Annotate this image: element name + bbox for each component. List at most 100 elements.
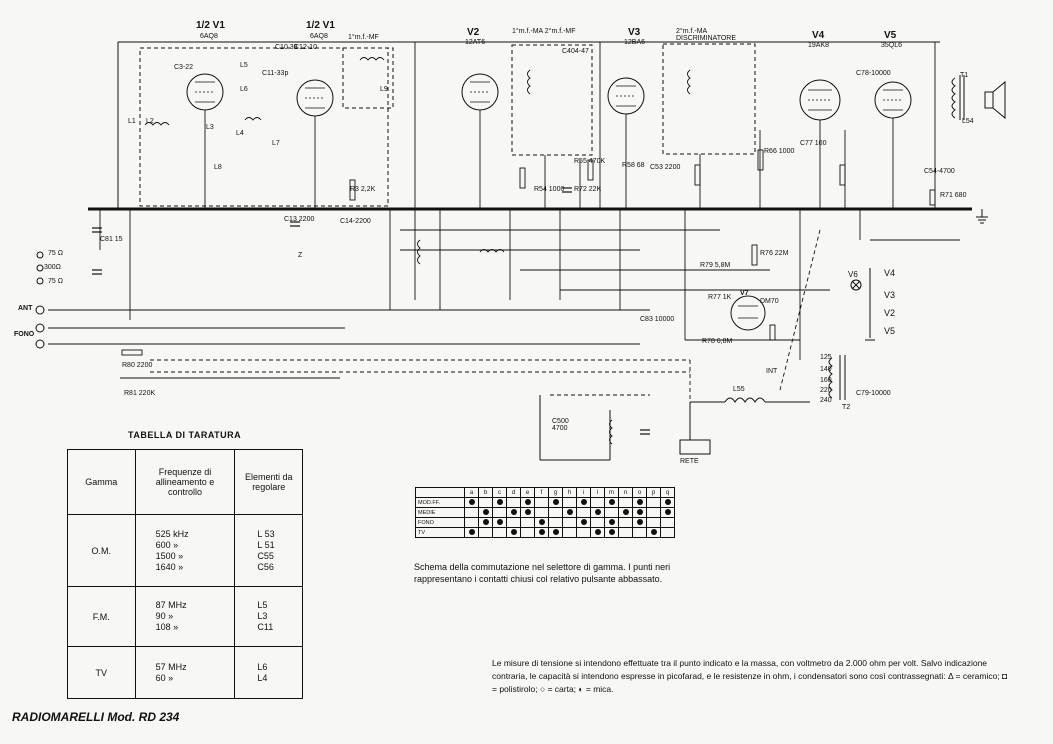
transformer-t2 bbox=[828, 355, 846, 400]
switch-contact-cell bbox=[534, 507, 549, 518]
closed-contact-dot bbox=[524, 508, 531, 515]
switch-contact-cell bbox=[478, 497, 493, 508]
switch-contact-cell bbox=[478, 517, 493, 528]
component-l1: L1 bbox=[128, 118, 136, 125]
header-elements: Elementi da regolare bbox=[234, 449, 303, 515]
element-value: C56 bbox=[257, 561, 274, 572]
component-r81: R81 220K bbox=[124, 390, 156, 397]
terminal-fono-2 bbox=[35, 339, 45, 349]
component-c79: C79-10000 bbox=[856, 390, 891, 397]
switch-contact-cell bbox=[646, 507, 661, 518]
switch-contact-cell bbox=[464, 517, 479, 528]
closed-contact-dot bbox=[608, 528, 615, 535]
switch-column-header: b bbox=[478, 487, 493, 498]
component-l3: L3 bbox=[206, 124, 214, 131]
tube-v7 bbox=[730, 295, 766, 331]
switch-contact-cell bbox=[534, 517, 549, 528]
if-can-3 bbox=[662, 43, 756, 155]
measurement-note: Le misure di tensione si intendono effet… bbox=[492, 658, 1008, 694]
mains-choke-l55 bbox=[724, 397, 766, 403]
switch-contact-cell bbox=[632, 517, 647, 528]
component-l55: L55 bbox=[733, 386, 745, 393]
freq-cell: 87 MHz 90 » 108 » bbox=[134, 586, 236, 647]
switch-contact-cell bbox=[492, 497, 507, 508]
tube-label-v1a: 1/2 V1 bbox=[196, 20, 225, 31]
component-z: Z bbox=[298, 252, 303, 259]
tube-type-v1b: 6AQ8 bbox=[310, 33, 328, 40]
switch-contact-cell bbox=[618, 507, 633, 518]
band-cell: TV bbox=[67, 646, 136, 699]
transformer-t1 bbox=[951, 75, 965, 120]
switch-contact-cell bbox=[660, 527, 675, 538]
switch-contact-cell bbox=[548, 507, 563, 518]
element-value: L3 bbox=[257, 611, 268, 621]
voltage-240: 240 bbox=[820, 397, 832, 404]
calibration-table: Gamma Frequenze di allineamento e contro… bbox=[67, 449, 303, 699]
pilot-v3: V3 bbox=[884, 290, 896, 300]
closed-contact-dot bbox=[552, 528, 559, 535]
component-c10: C10 39 bbox=[275, 44, 298, 51]
tube-type-v2: 12AT6 bbox=[465, 39, 486, 46]
closed-contact-dot bbox=[538, 518, 545, 525]
switch-contact-cell bbox=[618, 527, 633, 538]
closed-contact-dot bbox=[496, 498, 503, 505]
closed-contact-dot bbox=[636, 508, 643, 515]
freq-value: 1500 » bbox=[155, 550, 184, 561]
closed-contact-dot bbox=[510, 508, 517, 515]
element-cell: L5 L3 C11 bbox=[234, 586, 303, 647]
switch-contact-cell bbox=[646, 527, 661, 538]
component-r78: R78 6,8M bbox=[702, 338, 733, 345]
switch-contact-cell bbox=[492, 517, 507, 528]
switch-column-header: a bbox=[464, 487, 479, 498]
voltage-220: 220 bbox=[820, 387, 832, 394]
switch-column-header: o bbox=[632, 487, 647, 498]
switch-contact-cell bbox=[660, 517, 675, 528]
switch-contact-cell bbox=[506, 527, 521, 538]
closed-contact-dot bbox=[636, 498, 643, 505]
component-c53: C53 2200 bbox=[650, 164, 681, 171]
switch-contact-cell bbox=[590, 527, 605, 538]
closed-contact-dot bbox=[594, 508, 601, 515]
component-c404: C404-47 bbox=[562, 48, 589, 55]
terminal-label-rete: RETE bbox=[680, 458, 699, 465]
tube-type-v5: 35QL6 bbox=[881, 42, 903, 49]
component-c14: C14-2200 bbox=[340, 218, 371, 225]
closed-contact-dot bbox=[538, 528, 545, 535]
terminal-label-75-bot: 75 Ω bbox=[48, 278, 63, 285]
freq-value: 87 MHz bbox=[155, 600, 187, 610]
voltage-125: 125 bbox=[820, 354, 832, 361]
pilot-v5: V5 bbox=[884, 326, 896, 336]
switch-contact-cell bbox=[632, 527, 647, 538]
component-l6: L6 bbox=[240, 86, 248, 93]
component-t2: T2 bbox=[842, 404, 851, 411]
switch-contact-cell bbox=[604, 507, 619, 518]
switch-contact-cell bbox=[632, 497, 647, 508]
switch-contact-cell bbox=[576, 497, 591, 508]
terminal-label-300: 300Ω bbox=[44, 264, 61, 271]
tube-label-v1b: 1/2 V1 bbox=[306, 20, 335, 31]
tube-type-v4: 19AK8 bbox=[808, 42, 830, 49]
switch-column-header: d bbox=[506, 487, 521, 498]
component-r71: R71 680 bbox=[940, 192, 967, 199]
component-r3: R3 2,2K bbox=[350, 186, 376, 193]
closed-contact-dot bbox=[636, 518, 643, 525]
switch-contact-cell bbox=[520, 517, 535, 528]
pilot-lamp-v6 bbox=[850, 279, 862, 291]
switch-column-header: g bbox=[548, 487, 563, 498]
switch-row-label: MEDIE bbox=[415, 507, 465, 518]
terminal-label-75-top: 75 Ω bbox=[48, 250, 63, 257]
element-cell: L6 L4 bbox=[234, 646, 303, 699]
pilot-v6: V6 bbox=[848, 270, 858, 279]
switch-contact-cell bbox=[562, 507, 577, 518]
element-value: L 51 bbox=[257, 539, 275, 550]
component-c54: C54-4700 bbox=[924, 168, 955, 175]
freq-value: 57 MHz bbox=[155, 661, 187, 672]
band-cell: F.M. bbox=[67, 586, 136, 647]
closed-contact-dot bbox=[482, 518, 489, 525]
component-r58: R58 68 bbox=[622, 162, 645, 169]
closed-contact-dot bbox=[650, 528, 657, 535]
switch-contact-cell bbox=[660, 507, 675, 518]
if-can-1 bbox=[342, 47, 394, 109]
table-row: O.M. 525 kHz 600 » 1500 » 1640 » L 53 L … bbox=[67, 514, 303, 587]
switch-row: MEDIE bbox=[415, 507, 675, 518]
